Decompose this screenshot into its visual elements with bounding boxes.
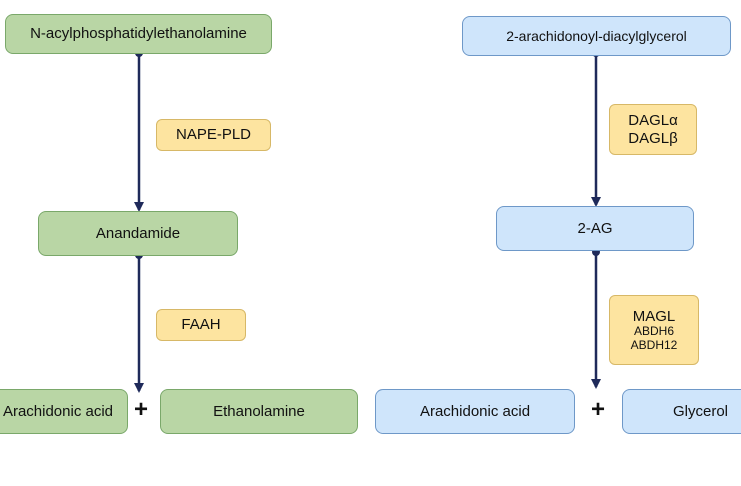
- enzyme-dagl-beta-label: DAGLβ: [628, 129, 678, 147]
- arrow-dag-to-2ag: [591, 49, 601, 207]
- plus-sign-right: +: [590, 396, 605, 423]
- enzyme-dagl-alpha-label: DAGLα: [628, 112, 678, 130]
- arachidonic-acid-left-box: Arachidonic acid: [0, 389, 128, 434]
- enzyme-faah-box: FAAH: [156, 309, 246, 341]
- nape-box: N-acylphosphatidylethanolamine: [5, 14, 272, 54]
- arrow-anandamide-to-products: [134, 251, 144, 393]
- ethanolamine-label: Ethanolamine: [213, 402, 305, 420]
- anandamide-label: Anandamide: [95, 224, 181, 242]
- arachidonic-acid-right-label: Arachidonic acid: [419, 402, 531, 420]
- glycerol-box: Glycerol: [622, 389, 741, 434]
- enzyme-abdh12-label: ABDH12: [630, 337, 678, 352]
- plus-sign-left: +: [133, 396, 148, 423]
- enzyme-magl-label: MAGL: [632, 307, 676, 325]
- arrow-nape-to-anandamide: [134, 49, 144, 212]
- glycerol-label: Glycerol: [673, 402, 729, 420]
- 2ag-box: 2-AG: [496, 206, 694, 251]
- dag-box: 2-arachidonoyl-diacylglycerol: [462, 16, 731, 56]
- enzyme-abdh6-label: ABDH6: [633, 323, 674, 338]
- nape-label: N-acylphosphatidylethanolamine: [30, 25, 247, 43]
- enzyme-dagl-box: DAGLα DAGLβ: [609, 104, 697, 155]
- enzyme-nape-pld-label: NAPE-PLD: [175, 126, 252, 144]
- ethanolamine-box: Ethanolamine: [160, 389, 358, 434]
- arachidonic-acid-left-label: Arachidonic acid: [2, 402, 113, 420]
- arachidonic-acid-right-box: Arachidonic acid: [375, 389, 575, 434]
- arrow-2ag-to-products: [591, 248, 601, 389]
- dag-label: 2-arachidonoyl-diacylglycerol: [506, 27, 687, 44]
- enzyme-nape-pld-box: NAPE-PLD: [156, 119, 271, 151]
- anandamide-box: Anandamide: [38, 211, 238, 256]
- enzyme-faah-label: FAAH: [181, 316, 221, 334]
- enzyme-magl-box: MAGL ABDH6 ABDH12: [609, 295, 699, 365]
- 2ag-label: 2-AG: [577, 219, 613, 237]
